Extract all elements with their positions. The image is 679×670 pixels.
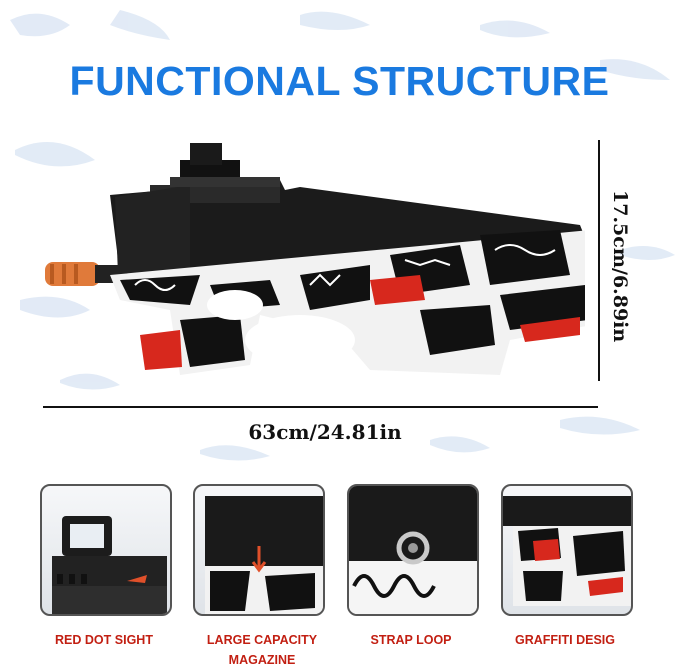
red-dot-sight-icon [52, 516, 167, 614]
feature-label-strap-loop: STRAP LOOP [370, 633, 452, 647]
graffiti-design-thumbnail [501, 484, 633, 616]
magazine-thumbnail [193, 484, 325, 616]
length-dimension-line [43, 406, 598, 408]
feature-label-magazine: LARGE CAPACITY MAGAZINE [206, 633, 318, 667]
graffiti-design-icon [503, 496, 631, 606]
height-dimension-line [598, 140, 600, 381]
strap-loop-icon [349, 486, 477, 614]
height-dimension: 17.5cm/6.89in [609, 190, 631, 343]
feature-label-graffiti-design: GRAFFITI DESIG [515, 633, 615, 647]
length-dimension: 63cm/24.81in [248, 420, 402, 444]
page-title: FUNCTIONAL STRUCTURE [69, 58, 610, 104]
feature-label-red-dot-sight: RED DOT SIGHT [55, 633, 153, 647]
magazine-icon [205, 496, 323, 614]
red-dot-sight-thumbnail [40, 484, 172, 616]
strap-loop-thumbnail [347, 484, 479, 616]
gun-illustration [45, 143, 585, 375]
camo-background [10, 10, 675, 461]
